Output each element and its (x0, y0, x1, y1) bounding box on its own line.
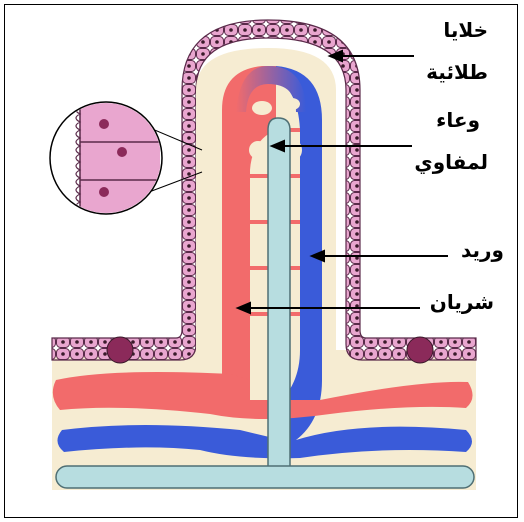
label-artery: شريان (430, 290, 494, 314)
label-epithelial-cells-line2: طلائية (426, 60, 488, 84)
goblet-cell-left (107, 337, 133, 363)
label-lymph-vessel-line2: لمفاوي (414, 150, 488, 174)
lymph-vessel-base (56, 466, 474, 488)
label-epithelial-cells-line1: خلايا (443, 18, 488, 42)
label-vein: وريد (461, 238, 504, 262)
lymph-vessel (268, 118, 290, 470)
label-lymph-vessel-line1: وعاء (436, 108, 480, 132)
goblet-cell-right (407, 337, 433, 363)
epithelium-inset (50, 100, 202, 220)
